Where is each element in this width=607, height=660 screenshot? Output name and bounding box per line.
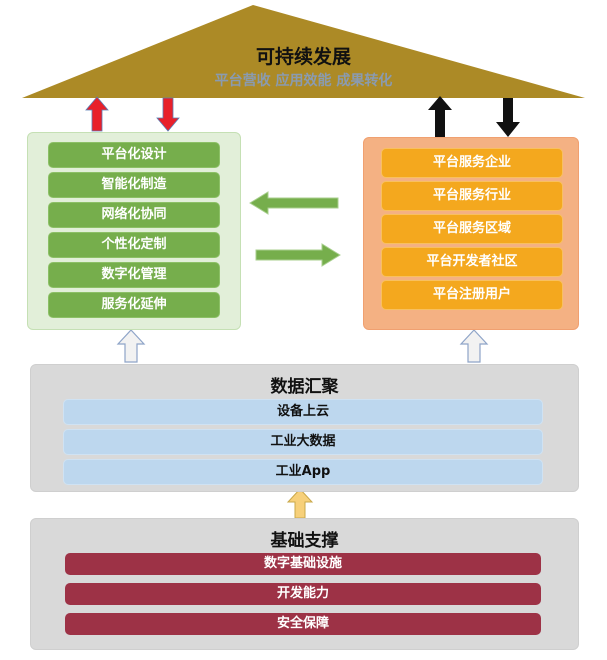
right-item: 平台服务企业: [381, 148, 563, 178]
right-item: 平台服务区域: [381, 214, 563, 244]
data-item: 工业大数据: [63, 429, 543, 455]
right-arrow: [255, 243, 341, 267]
base-panel-title: 基础支撑: [270, 531, 339, 551]
left-item: 个性化定制: [48, 232, 220, 258]
right-item: 平台开发者社区: [381, 247, 563, 277]
hollow-up-arrow-right: [459, 329, 489, 363]
left-item: 网络化协同: [48, 202, 220, 228]
base-item: 数字基础设施: [65, 553, 541, 575]
yellow-up-arrow: [286, 488, 314, 519]
red-up-arrow: [85, 96, 109, 132]
data-panel-title: 数据汇聚: [270, 377, 339, 397]
hollow-up-arrow-left: [116, 329, 146, 363]
data-item: 工业App: [63, 459, 543, 485]
data-panel: 数据汇聚 设备上云 工业大数据 工业App: [30, 364, 579, 492]
left-item: 智能化制造: [48, 172, 220, 198]
left-item: 数字化管理: [48, 262, 220, 288]
right-item: 平台服务行业: [381, 181, 563, 211]
left-item: 平台化设计: [48, 142, 220, 168]
right-item: 平台注册用户: [381, 280, 563, 310]
roof-title: 可持续发展: [255, 46, 351, 68]
right-panel: 平台服务企业 平台服务行业 平台服务区域 平台开发者社区 平台注册用户: [363, 137, 579, 330]
data-item: 设备上云: [63, 399, 543, 425]
base-panel: 基础支撑 数字基础设施 开发能力 安全保障: [30, 518, 579, 650]
left-arrow: [249, 191, 339, 215]
left-item: 服务化延伸: [48, 292, 220, 318]
roof-subtitle: 平台营收 应用效能 成果转化: [214, 73, 393, 89]
base-item: 安全保障: [65, 613, 541, 635]
roof-triangle: [22, 5, 585, 98]
black-up-arrow: [428, 96, 452, 137]
black-down-arrow: [496, 98, 520, 137]
base-item: 开发能力: [65, 583, 541, 605]
left-panel: 平台化设计 智能化制造 网络化协同 个性化定制 数字化管理 服务化延伸: [27, 132, 241, 330]
red-down-arrow: [156, 97, 180, 132]
